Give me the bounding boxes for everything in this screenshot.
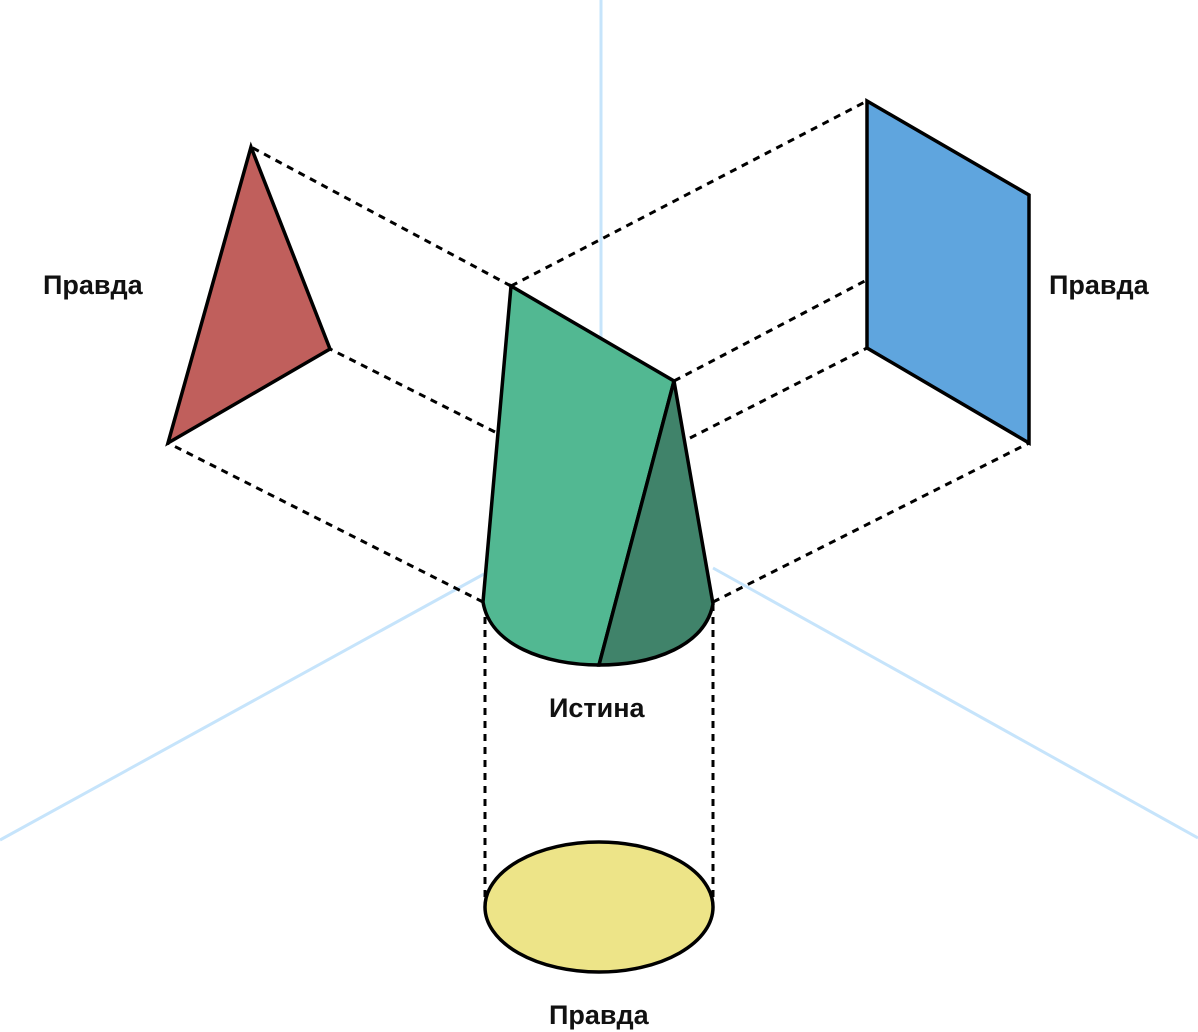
projection-line <box>689 346 868 440</box>
projection-line <box>167 441 484 604</box>
triangle-projection <box>165 141 333 447</box>
projection-line <box>250 145 512 288</box>
axis-right <box>712 566 1198 840</box>
object-solid <box>481 283 715 667</box>
axis-left <box>0 572 485 842</box>
ellipse-projection <box>483 840 715 974</box>
right-projection-label: Правда <box>1049 270 1150 300</box>
projection-line <box>712 441 1030 604</box>
parallelogram-projection <box>865 97 1031 447</box>
projection-lines <box>167 99 1030 907</box>
left-projection-label: Правда <box>43 270 144 300</box>
object-side-face <box>596 380 715 667</box>
axes <box>0 0 1198 842</box>
projection-line <box>510 99 868 288</box>
projection-line <box>329 347 496 434</box>
bottom-projection-label: Правда <box>549 1000 650 1030</box>
object-label: Истина <box>549 693 646 723</box>
projection-line <box>673 193 1030 383</box>
